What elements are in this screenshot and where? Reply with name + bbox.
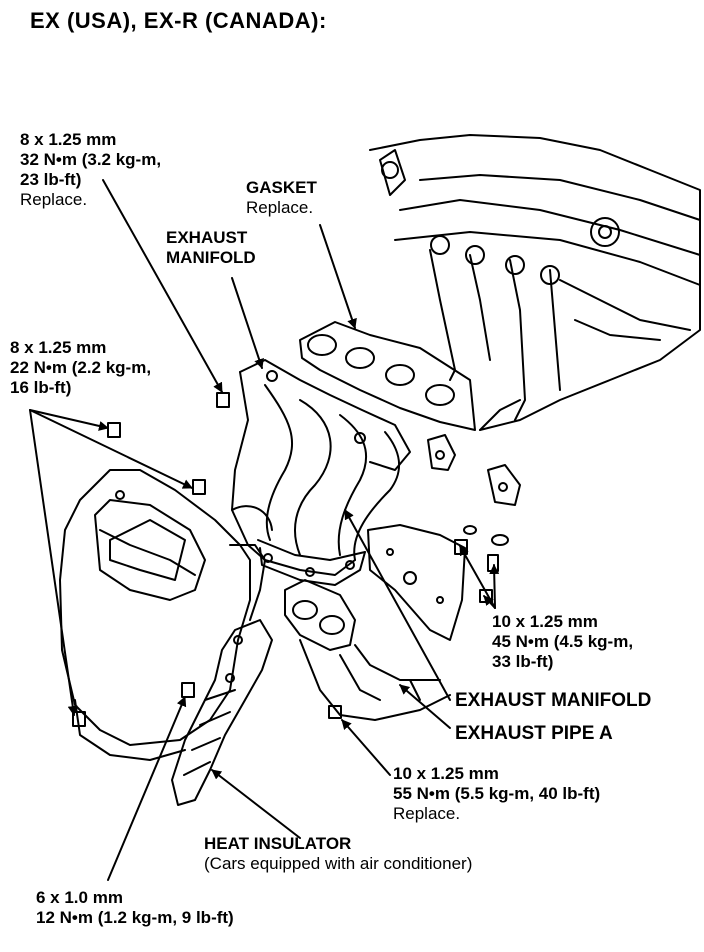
gasket-callout: GASKET Replace. — [246, 178, 317, 218]
heat-insulator-label: HEAT INSULATOR — [204, 834, 352, 853]
exhaust-manifold-top-line1: EXHAUST — [166, 228, 248, 247]
pipe-nut-size: 10 x 1.25 mm — [393, 764, 499, 783]
heat-insulator — [171, 619, 273, 806]
upper-bolt-torque-cont: 23 lb-ft) — [20, 170, 82, 189]
exhaust-pipe-a-label: EXHAUST PIPE A — [455, 723, 613, 744]
exhaust-pipe-a — [284, 579, 451, 721]
exhaust-manifold-top-callout: EXHAUST MANIFOLD — [166, 228, 256, 268]
insulator-bolt-callout: 6 x 1.0 mm 12 N•m (1.2 kg-m, 9 lb-ft) — [36, 888, 234, 928]
fasteners — [72, 392, 509, 727]
gasket — [299, 321, 476, 431]
bracket-bolt-torque: 45 N•m (4.5 kg-m, — [492, 632, 634, 651]
exhaust-manifold-top-line2: MANIFOLD — [166, 248, 256, 267]
gasket-note: Replace. — [246, 198, 314, 217]
upper-bolt-callout: 8 x 1.25 mm 32 N•m (3.2 kg-m, 23 lb-ft) … — [20, 130, 161, 210]
upper-bolt-torque: 32 N•m (3.2 kg-m, — [20, 150, 162, 169]
manifold-brackets — [427, 434, 521, 506]
heat-shield — [59, 469, 266, 761]
exhaust-manifold-right-label: EXHAUST MANIFOLD — [455, 690, 652, 711]
bracket-bolt-size: 10 x 1.25 mm — [492, 612, 598, 631]
pipe-nut-callout: 10 x 1.25 mm 55 N•m (5.5 kg-m, 40 lb-ft)… — [393, 764, 600, 824]
upper-bolt-size: 8 x 1.25 mm — [20, 130, 117, 149]
insulator-bolt-torque: 12 N•m (1.2 kg-m, 9 lb-ft) — [36, 908, 234, 927]
leader-lines — [29, 179, 500, 881]
cover-bolt-size: 8 x 1.25 mm — [10, 338, 107, 357]
gasket-label: GASKET — [246, 178, 317, 197]
bracket-bolt-callout: 10 x 1.25 mm 45 N•m (4.5 kg-m, 33 lb-ft) — [492, 612, 633, 672]
pipe-bracket — [367, 524, 466, 641]
heat-insulator-callout: HEAT INSULATOR (Cars equipped with air c… — [204, 834, 472, 874]
insulator-bolt-size: 6 x 1.0 mm — [36, 888, 123, 907]
pipe-nut-note: Replace. — [393, 804, 461, 823]
diagram-title: EX (USA), EX-R (CANADA): — [30, 8, 327, 33]
cover-bolt-torque-cont: 16 lb-ft) — [10, 378, 72, 397]
upper-bolt-note: Replace. — [20, 190, 88, 209]
pipe-nut-torque: 55 N•m (5.5 kg-m, 40 lb-ft) — [393, 784, 601, 803]
cover-bolt-callout: 8 x 1.25 mm 22 N•m (2.2 kg-m, 16 lb-ft) — [10, 338, 151, 398]
bracket-bolt-torque-cont: 33 lb-ft) — [492, 652, 554, 671]
cover-bolt-torque: 22 N•m (2.2 kg-m, — [10, 358, 152, 377]
engine-block — [369, 134, 701, 431]
heat-insulator-note: (Cars equipped with air conditioner) — [204, 854, 473, 873]
